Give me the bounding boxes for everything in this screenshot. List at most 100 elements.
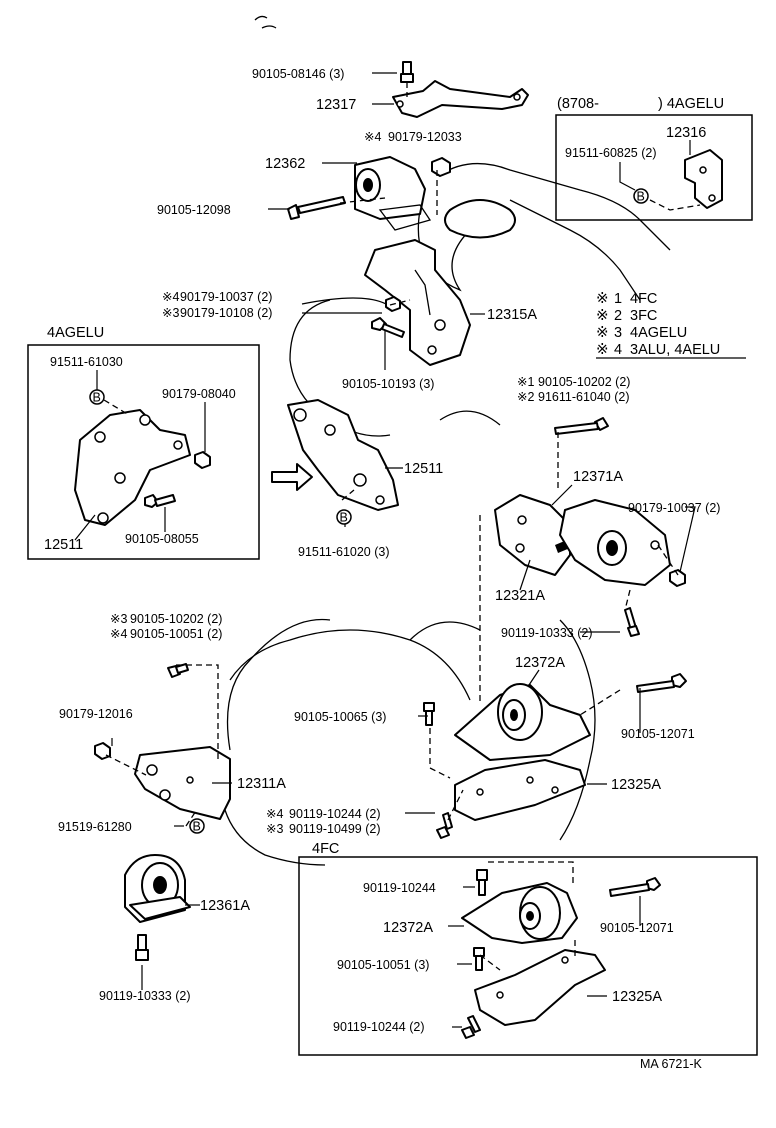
label-12361A: 12361A [200, 898, 250, 914]
label-12321A: 12321A [495, 588, 545, 604]
label-90105-08146: 90105-08146 (3) [252, 67, 344, 81]
bolt-icon [287, 196, 346, 220]
mount-12361A[interactable] [124, 854, 191, 923]
label-90105-12071-inset: 90105-12071 [600, 921, 674, 935]
label-90179-10037-top: 90179-10037 (2) [180, 290, 272, 304]
legend-mark-4: ※ [596, 341, 609, 358]
label-91511-61030: 91511-61030 [50, 355, 123, 369]
label-12325A: 12325A [611, 777, 661, 793]
label-90119-10244-a: 90119-10244 [363, 881, 436, 895]
legend-text-1: 4FC [630, 291, 657, 307]
b-marker-icon: B [633, 188, 649, 204]
label-90105-10065: 90105-10065 (3) [294, 710, 386, 724]
mark-90119-10499: ※3 [266, 822, 283, 836]
dashed-links [105, 82, 679, 827]
svg-text:B: B [637, 190, 645, 204]
bolt-icon [135, 934, 149, 961]
svg-text:B: B [193, 820, 201, 834]
bolt-icon [371, 317, 405, 338]
label-12372A-inset: 12372A [383, 920, 433, 936]
mark-90105-10202-top: ※1 [517, 375, 534, 389]
bolt-icon [636, 673, 687, 693]
bracket-12321A[interactable] [494, 494, 571, 576]
label-12511-inset: 12511 [44, 537, 83, 553]
bracket-12317[interactable] [392, 80, 529, 118]
label-90119-10499: 90119-10499 (2) [289, 822, 381, 836]
inset-4agelu-right: (8708- ) 4AGELU 12316 91511-60825 (2) B [555, 96, 753, 221]
mark-90105-10202-left: ※3 [110, 612, 127, 626]
legend-num-1: 1 [614, 291, 622, 307]
label-90179-12016: 90179-12016 [59, 707, 133, 721]
mount-12372A[interactable] [454, 683, 591, 761]
mark-90179-10037-top: ※4 [162, 290, 179, 304]
mark-90119-10244-main: ※4 [266, 807, 283, 821]
label-90179-12033: 90179-12033 [388, 130, 462, 144]
mark-90105-10051-left: ※4 [110, 627, 127, 641]
inset-4agelu-left: 4AGELU 91511-61030 90179-08040 12511 901… [27, 325, 260, 560]
bracket-12316[interactable] [684, 149, 723, 209]
label-90179-10037-right: 90179-10037 (2) [628, 501, 720, 515]
label-90105-10193: 90105-10193 (3) [342, 377, 434, 391]
nut-icon [669, 569, 686, 587]
legend: ※ 1 4FC ※ 2 3FC ※ 3 4AGELU ※ 4 3ALU, 4AE… [596, 290, 746, 359]
inset-left-frame [27, 344, 260, 560]
b-marker-icon: B [336, 509, 352, 525]
mount-12372A-inset[interactable] [461, 882, 578, 944]
mark-90179-12033: ※4 [364, 130, 381, 144]
label-12315A: 12315A [487, 307, 537, 323]
label-90119-10333-left: 90119-10333 (2) [99, 989, 191, 1003]
label-12511: 12511 [404, 461, 443, 477]
mark-91611-61040: ※2 [517, 390, 534, 404]
label-90119-10244-b: 90119-10244 (2) [333, 1020, 425, 1034]
legend-text-3: 4AGELU [630, 325, 687, 341]
label-12311A: 12311A [237, 776, 286, 792]
bolt-icon [609, 877, 661, 897]
reference-code: MA 6721-K [640, 1057, 703, 1071]
engine-outline [224, 15, 671, 866]
label-90119-10333-right: 90119-10333 (2) [501, 626, 593, 640]
label-90105-10202-left: 90105-10202 (2) [130, 612, 222, 626]
legend-num-4: 4 [614, 342, 622, 358]
engine-mount-12362[interactable] [354, 156, 432, 231]
bolt-icon [461, 1015, 481, 1039]
bolt-icon [473, 947, 485, 971]
label-90119-10244-main: 90119-10244 (2) [289, 807, 381, 821]
bolt-icon [167, 663, 189, 678]
leader-lines [111, 72, 696, 990]
bolt-icon [554, 417, 609, 435]
label-91519-61280: 91519-61280 [58, 820, 132, 834]
bracket-12511[interactable] [287, 399, 399, 511]
svg-text:B: B [93, 391, 101, 405]
bolt-icon [400, 61, 414, 83]
inset-header-left: (8708- [557, 96, 599, 112]
label-12372A: 12372A [515, 655, 565, 671]
inset-4fc: 4FC 90119-10244 12372A 90105-12071 90105… [298, 841, 758, 1056]
nut-icon [194, 451, 211, 469]
inset-4fc-frame [298, 856, 758, 1056]
label-12316: 12316 [666, 125, 706, 141]
mark-90179-10108: ※3 [162, 306, 179, 320]
bracket-12311A[interactable] [134, 746, 231, 820]
bracket-12325A-inset[interactable] [474, 949, 606, 1026]
label-12317: 12317 [316, 97, 356, 113]
label-91511-60825: 91511-60825 (2) [565, 146, 657, 160]
bracket-12325A[interactable] [454, 759, 586, 821]
legend-num-3: 3 [614, 325, 622, 341]
inset-frame [555, 114, 753, 221]
mount-12371A[interactable] [559, 499, 671, 586]
legend-text-4: 3ALU, 4AELU [630, 342, 720, 358]
label-90105-12071: 90105-12071 [621, 727, 695, 741]
inset-header-right: ) 4AGELU [658, 96, 724, 112]
label-12362: 12362 [265, 156, 305, 172]
b-marker-icon: B [189, 818, 205, 834]
legend-mark-2: ※ [596, 307, 609, 324]
label-91511-61020: 91511-61020 (3) [298, 545, 390, 559]
label-90105-10051-inset: 90105-10051 (3) [337, 958, 429, 972]
inset-4fc-title: 4FC [312, 841, 339, 857]
inset-left-title: 4AGELU [47, 325, 104, 341]
bracket-12511-inset[interactable] [74, 409, 191, 526]
label-90179-10108: 90179-10108 (2) [180, 306, 272, 320]
part-labels: 90105-08146 (3) 12317 ※4 90179-12033 123… [58, 67, 720, 1003]
bolt-icon [144, 494, 176, 508]
bracket-12315A[interactable] [364, 239, 471, 366]
